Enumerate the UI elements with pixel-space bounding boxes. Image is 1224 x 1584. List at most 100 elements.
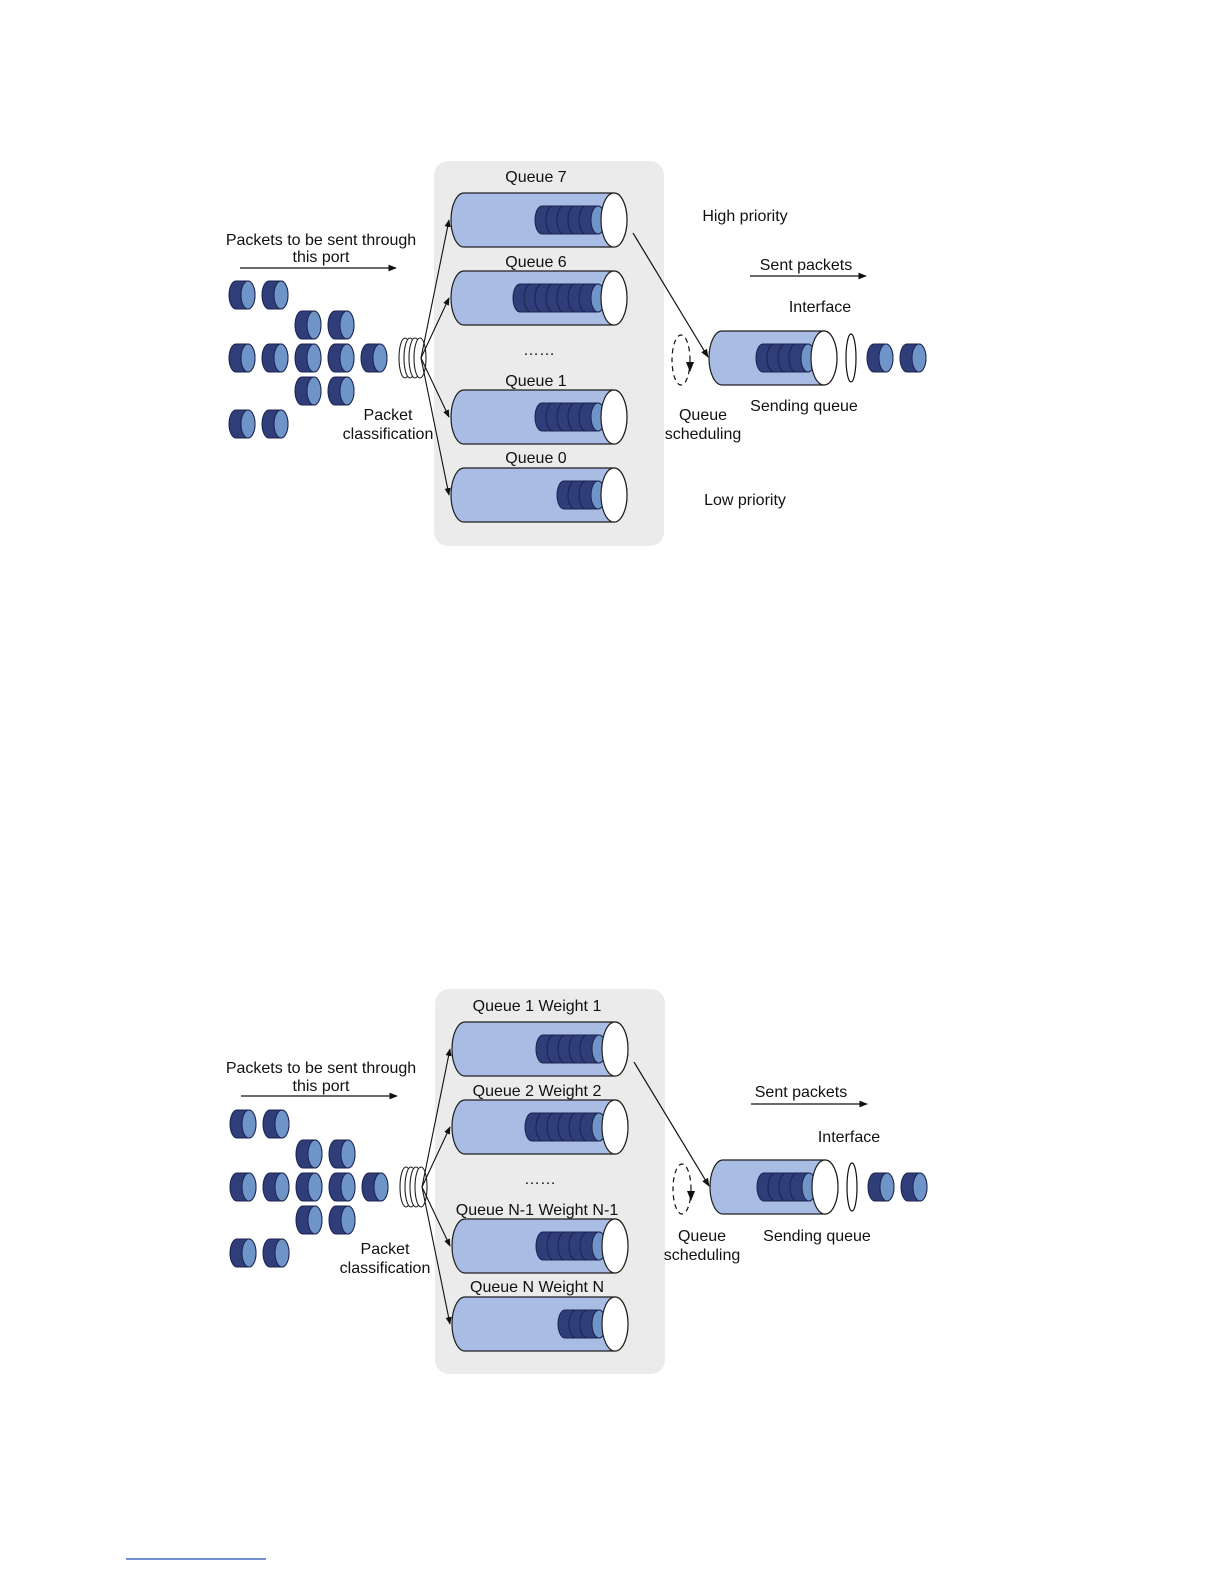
classification-label-line2: classification: [340, 1260, 431, 1277]
packet-icon: [327, 376, 355, 406]
classification-arrow: [421, 1048, 452, 1188]
low-priority-label: Low priority: [704, 492, 786, 509]
packet-icon: [261, 280, 289, 310]
packet-icon: [328, 1172, 356, 1202]
classification-arrows: [421, 1048, 452, 1325]
packet-icon: [360, 343, 388, 373]
queues-panel: [434, 161, 664, 546]
classification-arrow: [420, 357, 451, 496]
packet-icon: [361, 1172, 389, 1202]
scheduling-loop-icon: [672, 1163, 695, 1215]
sent-packets-output: [867, 1172, 928, 1202]
packet-icon: [327, 310, 355, 340]
sent-packets-label: Sent packets: [755, 1084, 848, 1101]
packet-icon: [294, 310, 322, 340]
scheduling-label-line2: scheduling: [664, 1247, 741, 1264]
classification-arrow: [420, 297, 450, 359]
scheduling-arrow: [633, 1061, 710, 1187]
diagram-priority-queuing: Packets to be sent through this port Pac…: [226, 161, 927, 546]
packet-icon: [295, 1139, 323, 1169]
classifier-rings: [399, 1166, 428, 1208]
sending-queue: [709, 1159, 858, 1215]
packet-icon: [262, 1109, 290, 1139]
incoming-packets: [229, 1109, 389, 1268]
queue-label: Queue 7: [505, 169, 566, 186]
queue-label: Queue 6: [505, 254, 566, 271]
queue-1: [450, 192, 628, 248]
scheduling-label-line1: Queue: [679, 407, 727, 424]
packet-icon: [328, 1205, 356, 1235]
queue-label: Queue N-1 Weight N-1: [456, 1202, 619, 1219]
interface-ring: [845, 333, 857, 383]
queue-4: [451, 1296, 629, 1352]
scheduling-label-line2: scheduling: [665, 426, 742, 443]
scheduling-loop-icon: [671, 334, 694, 386]
queue-3: [450, 389, 628, 445]
incoming-label-line2: this port: [293, 249, 350, 266]
packet-icon: [229, 1172, 257, 1202]
sending-queue-cylinder: [709, 1159, 839, 1215]
classification-arrow: [421, 1126, 451, 1188]
queue-ellipsis: ……: [523, 342, 555, 359]
packet-icon: [294, 376, 322, 406]
classification-arrow: [420, 219, 451, 359]
interface-label: Interface: [789, 299, 851, 316]
packet-icon: [327, 343, 355, 373]
classification-arrow: [421, 1186, 452, 1325]
queues-panel: [435, 989, 665, 1374]
high-priority-label: High priority: [702, 208, 787, 225]
classification-arrows: [420, 219, 451, 496]
sent-packets-label: Sent packets: [760, 257, 853, 274]
queue-3: [451, 1218, 629, 1274]
packet-icon: [866, 343, 894, 373]
diagram-weighted-queuing: Packets to be sent through this port Pac…: [226, 989, 928, 1374]
weighted-queues: Queue 1 Weight 1 Queue 2 Weight 2 Queue N-…: [451, 998, 629, 1352]
interface-label: Interface: [818, 1129, 880, 1146]
queue-ellipsis: ……: [524, 1171, 556, 1188]
classification-label-line2: classification: [343, 426, 434, 443]
packet-icon: [294, 343, 322, 373]
classification-arrow: [421, 1186, 451, 1247]
packet-icon: [228, 409, 256, 439]
queue-2: [451, 1099, 629, 1155]
interface-ring: [846, 1162, 858, 1212]
packet-icon: [261, 409, 289, 439]
packet-icon: [262, 1238, 290, 1268]
queue-label: Queue 2 Weight 2: [473, 1083, 602, 1100]
packet-icon: [228, 280, 256, 310]
queue-label: Queue 1 Weight 1: [473, 998, 602, 1015]
classification-label-line1: Packet: [361, 1241, 410, 1258]
sent-packets-output: [866, 343, 927, 373]
classification-label-line1: Packet: [364, 407, 413, 424]
packet-icon: [229, 1238, 257, 1268]
packet-icon: [261, 343, 289, 373]
scheduling-arrow: [632, 232, 709, 358]
packet-icon: [229, 1109, 257, 1139]
incoming-label-line1: Packets to be sent through: [226, 1060, 416, 1077]
queue-1: [451, 1021, 629, 1077]
packet-icon: [788, 343, 816, 373]
incoming-label-line2: this port: [293, 1078, 350, 1095]
packet-icon: [867, 1172, 895, 1202]
packet-icon: [295, 1172, 323, 1202]
sending-queue: [708, 330, 857, 386]
queue-label: Queue 0: [505, 450, 566, 467]
queue-label: Queue N Weight N: [470, 1279, 604, 1296]
packet-icon: [899, 343, 927, 373]
packet-icon: [295, 1205, 323, 1235]
incoming-packets: [228, 280, 388, 439]
sending-queue-label: Sending queue: [763, 1228, 871, 1245]
scheduling-label-line1: Queue: [678, 1228, 726, 1245]
packet-icon: [262, 1172, 290, 1202]
sending-queue-label: Sending queue: [750, 398, 858, 415]
incoming-label-line1: Packets to be sent through: [226, 232, 416, 249]
classifier-rings: [398, 337, 427, 379]
packet-icon: [228, 343, 256, 373]
classification-arrow: [420, 357, 450, 418]
packet-icon: [328, 1139, 356, 1169]
packet-icon: [900, 1172, 928, 1202]
queue-2: [450, 270, 628, 326]
queue-4: [450, 467, 628, 523]
